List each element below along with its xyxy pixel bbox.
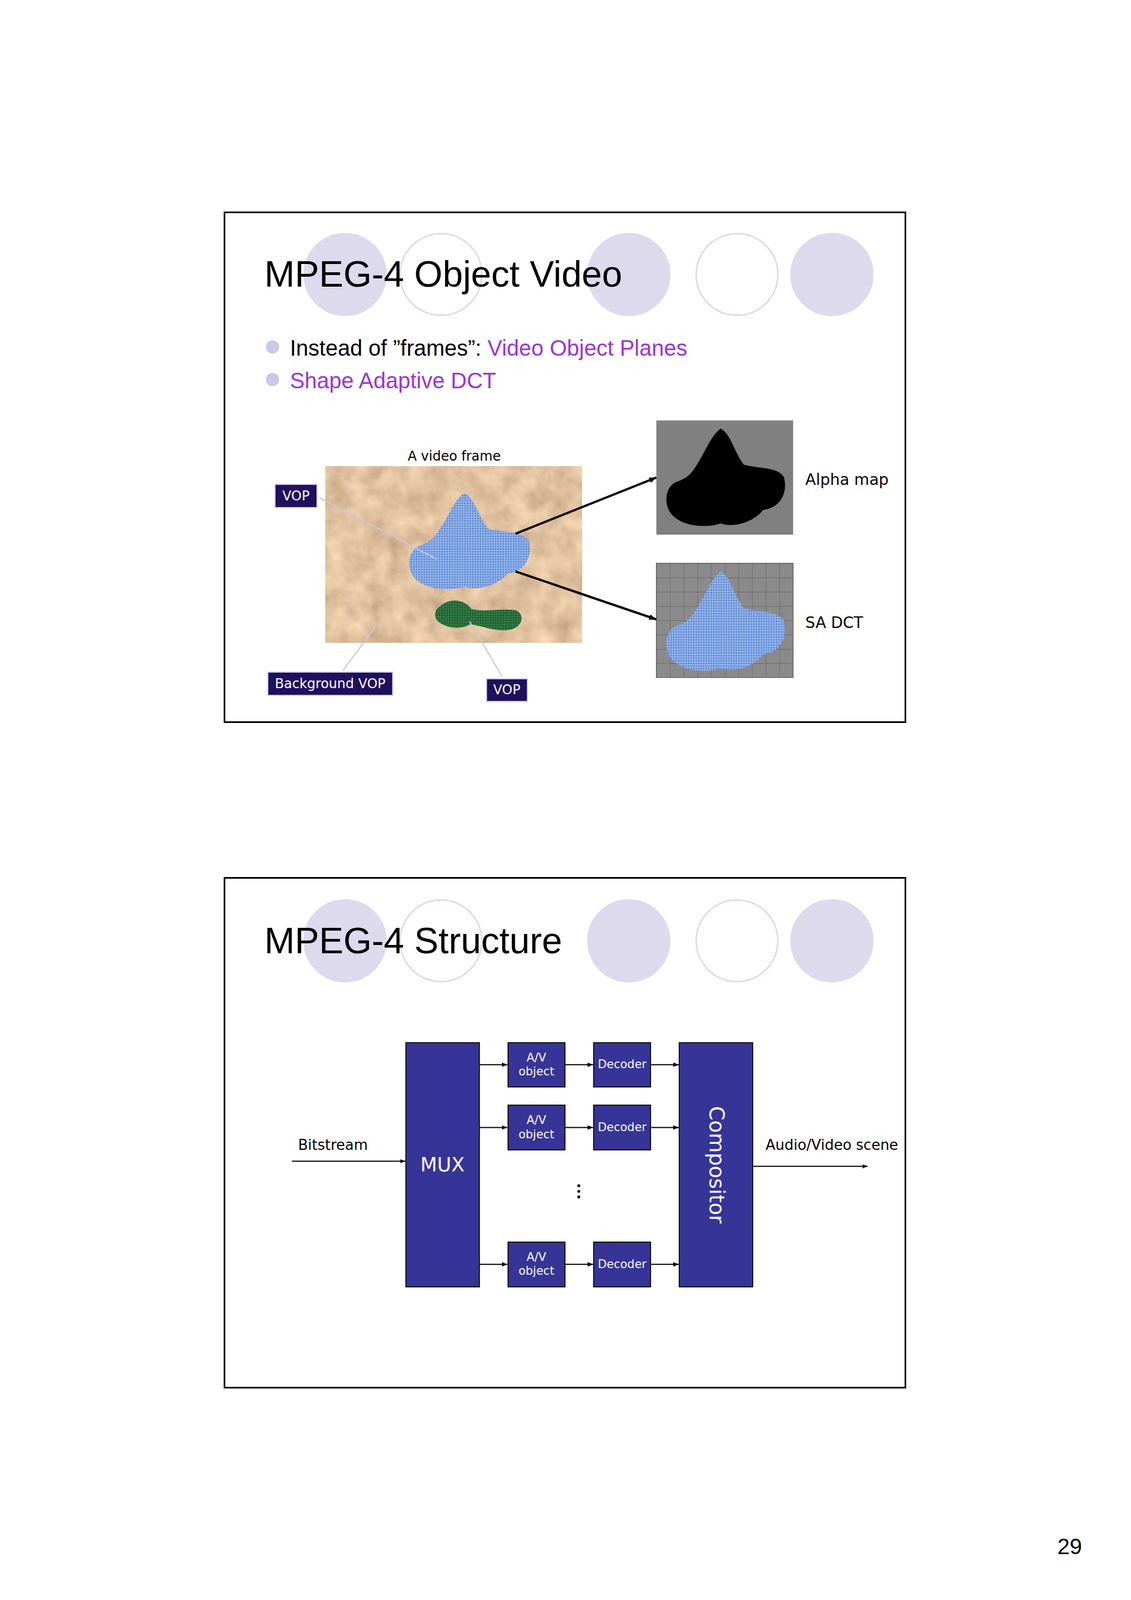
figure-label: Alpha map xyxy=(805,470,889,490)
slide-frame: MPEG-4 StructureMUXA/V objectDecoderA/V … xyxy=(223,876,907,1389)
page-number: 29 xyxy=(1057,1533,1083,1560)
alpha-map-picture xyxy=(656,420,794,535)
vop-tag: Background VOP xyxy=(267,671,393,696)
bullet-text: Shape Adaptive DCT xyxy=(289,367,497,394)
flow-arrow xyxy=(565,1263,594,1265)
block-text: MUX xyxy=(420,1153,465,1177)
block-text: Decoder xyxy=(597,1120,647,1135)
bullet-dots xyxy=(266,340,280,387)
flow-arrow xyxy=(651,1064,679,1066)
vop-tag: VOP xyxy=(485,678,528,703)
split-arrows xyxy=(515,477,657,620)
compositor-block: Compositor xyxy=(678,1042,754,1288)
flow-arrow xyxy=(565,1127,594,1129)
flow-arrow xyxy=(479,1064,508,1066)
av-object-box: A/V object xyxy=(507,1241,566,1288)
block-text: Compositor xyxy=(703,1106,728,1224)
vop-tag: VOP xyxy=(274,483,318,509)
signal-label: Audio/Video scene xyxy=(765,1136,898,1154)
figure-label: SA DCT xyxy=(805,613,864,633)
leader-lines xyxy=(319,498,503,677)
decoder-box: Decoder xyxy=(593,1241,652,1288)
flow-arrow xyxy=(651,1127,679,1129)
mux-block: MUX xyxy=(405,1042,480,1288)
slide-frame: MPEG-4 Object VideoVOP Background VOP VOP xyxy=(223,211,907,723)
bullet-text: Video Object Planes xyxy=(487,334,688,362)
decoder-box: Decoder xyxy=(593,1042,652,1087)
sa-dct-picture xyxy=(656,563,794,678)
figure-label: A video frame xyxy=(407,448,501,465)
av-object-box: A/V object xyxy=(507,1104,566,1151)
block-text: A/V object xyxy=(511,1050,562,1079)
av-object-box: A/V object xyxy=(507,1042,566,1087)
signal-label: Bitstream xyxy=(298,1136,368,1154)
io-arrows xyxy=(292,1161,868,1167)
slide-title: MPEG-4 Structure xyxy=(264,920,563,963)
flow-arrow xyxy=(479,1263,508,1265)
bullet-text: Instead of ”frames”: xyxy=(289,334,482,362)
flow-arrow xyxy=(651,1263,679,1265)
video-frame-picture xyxy=(325,466,583,643)
tag-text: VOP xyxy=(493,682,521,699)
block-text: A/V object xyxy=(511,1250,562,1278)
flow-arrow xyxy=(565,1064,594,1066)
flow-arrow xyxy=(479,1127,508,1129)
ellipsis-dots xyxy=(577,1184,580,1198)
tag-text: VOP xyxy=(282,488,310,505)
block-text: Decoder xyxy=(597,1057,647,1072)
block-text: A/V object xyxy=(511,1113,562,1141)
decoder-box: Decoder xyxy=(593,1104,652,1151)
slide-title: MPEG-4 Object Video xyxy=(264,253,623,296)
block-text: Decoder xyxy=(597,1257,647,1272)
tag-text: Background VOP xyxy=(275,675,386,692)
